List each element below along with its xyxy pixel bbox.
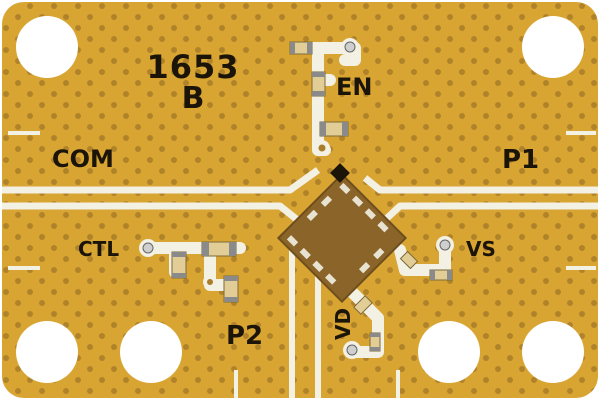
revision-label: B	[182, 81, 205, 116]
mounting-holes	[16, 16, 584, 383]
label-p2: P2	[226, 321, 263, 351]
label-en: EN	[336, 73, 372, 101]
p2-trace	[289, 250, 321, 398]
label-vd: VD	[331, 308, 355, 340]
components	[171, 41, 453, 352]
mounting-hole-top-left	[16, 16, 78, 78]
label-p1: P1	[502, 145, 539, 175]
pin1-marker	[330, 163, 350, 183]
edge-ticks	[8, 131, 596, 398]
mounting-hole-bottom-right-2	[522, 321, 584, 383]
mounting-hole-bottom-right-1	[418, 321, 480, 383]
part-number-label: 1653	[146, 48, 239, 86]
label-com: COM	[52, 145, 114, 173]
rf-traces	[2, 167, 598, 225]
label-ctl: CTL	[78, 237, 119, 261]
mounting-hole-top-right	[522, 16, 584, 78]
mounting-hole-bottom-left-2	[120, 321, 182, 383]
label-vs: VS	[466, 237, 496, 261]
ic-chip	[276, 172, 408, 304]
mounting-hole-bottom-left-1	[16, 321, 78, 383]
